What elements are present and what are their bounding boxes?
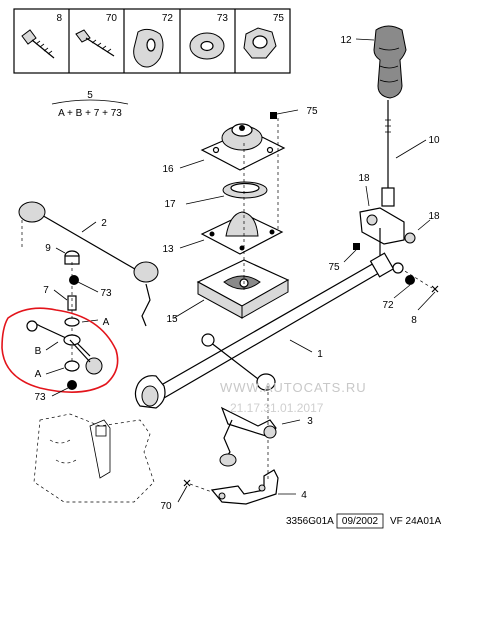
flat-washer-icon <box>189 32 225 60</box>
seal-ring <box>222 181 268 199</box>
shift-rod <box>134 252 404 409</box>
callout-B: B <box>35 346 42 357</box>
washer-marker <box>67 380 77 390</box>
kit-label: 5 A + B + 7 + 73 <box>51 90 129 119</box>
callout-75: 75 <box>306 106 318 117</box>
footer-code: VF 24A01A <box>390 516 441 527</box>
legend-number: 73 <box>217 13 229 24</box>
shaped-washer-icon <box>133 28 164 68</box>
callout-18: 18 <box>358 173 370 184</box>
nut-marker <box>270 112 277 119</box>
callout-12: 12 <box>340 35 352 46</box>
legend-number: 75 <box>273 13 285 24</box>
gear-knob <box>373 25 407 99</box>
callout-17: 17 <box>164 199 176 210</box>
selector-arm <box>201 333 276 391</box>
callout-73: 73 <box>100 288 112 299</box>
watermark-date: 21.17.31.01.2017 <box>230 401 324 415</box>
callout-16: 16 <box>162 164 174 175</box>
callout-75: 75 <box>328 262 340 273</box>
callout-4: 4 <box>301 490 307 501</box>
callout-2: 2 <box>101 218 107 229</box>
kit-formula: A + B + 7 + 73 <box>58 108 122 119</box>
mount-plate <box>200 123 286 171</box>
bushing <box>64 250 80 265</box>
callout-18: 18 <box>428 211 440 222</box>
gearbox-housing <box>33 413 155 503</box>
highlight-circle <box>1 307 119 393</box>
link-assembly <box>26 317 103 375</box>
gear-lever <box>381 100 395 207</box>
nut-marker <box>353 243 360 250</box>
footer-date: 09/2002 <box>342 516 379 527</box>
callout-A: A <box>35 369 42 380</box>
callout-15: 15 <box>166 314 178 325</box>
callout-8: 8 <box>411 315 417 326</box>
legend-strip: 8 70 72 73 75 <box>13 8 291 74</box>
long-bolt-icon <box>75 29 115 57</box>
watermark-site: WWW.AUTOCATS.RU <box>220 380 367 395</box>
washer-marker <box>69 275 79 285</box>
tie-rod <box>18 201 159 327</box>
housing <box>196 259 290 319</box>
bolt-icon <box>21 29 55 59</box>
legend-number: 8 <box>56 13 62 24</box>
callout-10: 10 <box>428 135 440 146</box>
callout-A: A <box>103 317 110 328</box>
callout-70: 70 <box>160 501 172 512</box>
washer-marker <box>405 275 415 285</box>
callout-13: 13 <box>162 244 174 255</box>
gasket <box>200 211 284 255</box>
kit-number: 5 <box>87 90 93 101</box>
callout-3: 3 <box>307 416 313 427</box>
callout-7: 7 <box>43 285 49 296</box>
legend-number: 72 <box>162 13 174 24</box>
callout-72: 72 <box>382 300 394 311</box>
nut-icon <box>243 27 277 59</box>
callout-9: 9 <box>45 243 51 254</box>
callout-73: 73 <box>34 392 46 403</box>
bracket <box>219 406 277 467</box>
footer-ref: 3356G01A <box>286 516 334 527</box>
support-bracket <box>210 469 279 505</box>
legend-number: 70 <box>106 13 118 24</box>
callout-1: 1 <box>317 349 323 360</box>
pivot-block <box>359 207 416 262</box>
